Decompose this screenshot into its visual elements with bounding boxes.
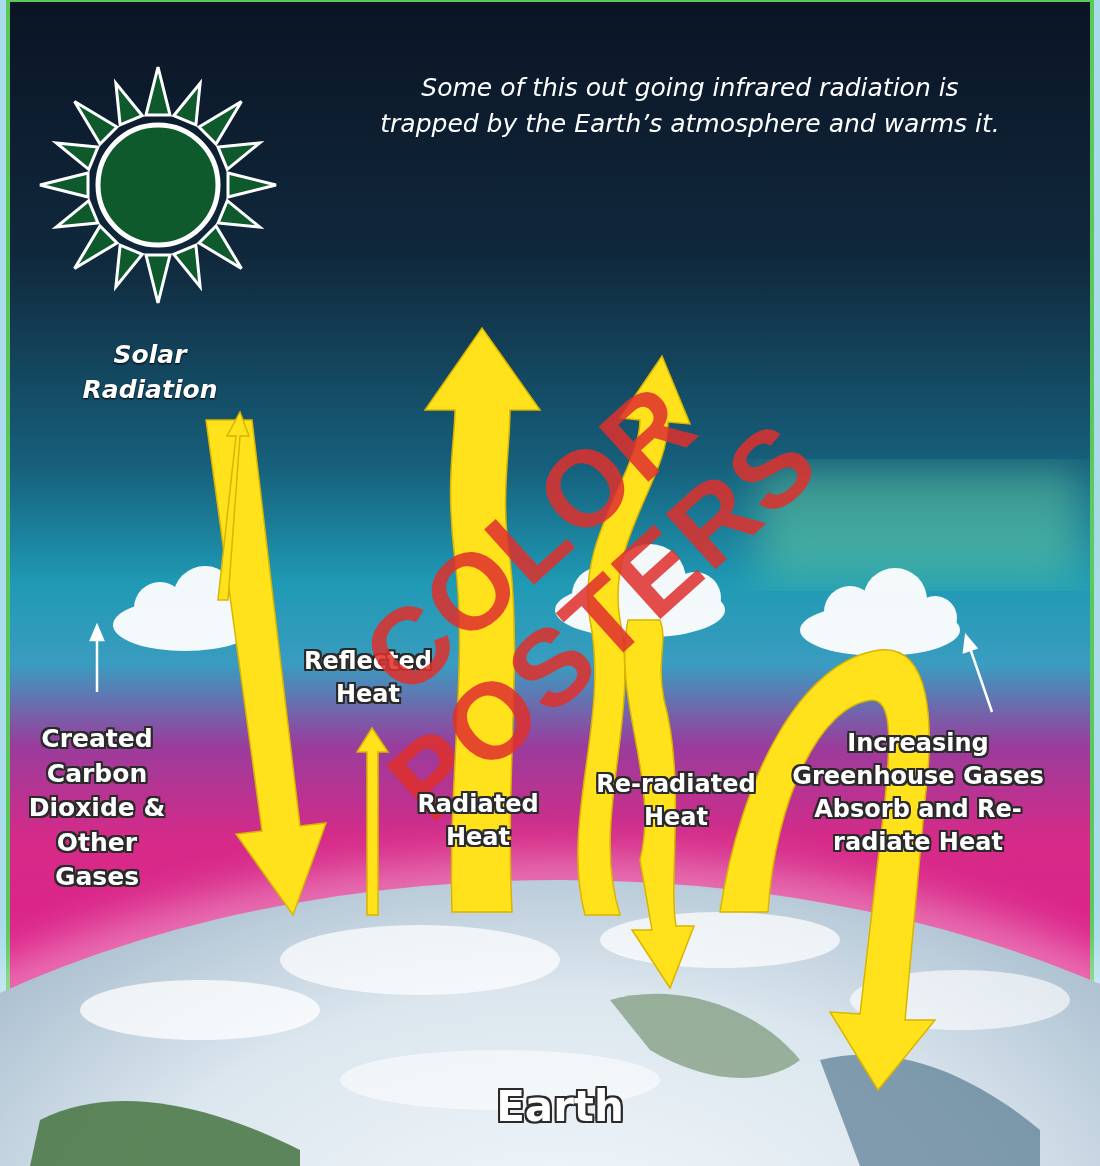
- arrow-label: Solar Radiation: [55, 338, 245, 407]
- arrow-label: Radiated Heat: [383, 788, 573, 854]
- watermark: COLOR POSTERS: [262, 291, 870, 870]
- caption-note: Some of this out going infrared radiatio…: [370, 70, 1010, 143]
- arrow-label: Re-radiated Heat: [571, 768, 781, 834]
- gas-label: Increasing Greenhouse Gases Absorb and R…: [783, 727, 1053, 859]
- gas-label: Created Carbon Dioxide & Other Gases: [12, 722, 182, 895]
- planet-label: Earth: [440, 1078, 680, 1136]
